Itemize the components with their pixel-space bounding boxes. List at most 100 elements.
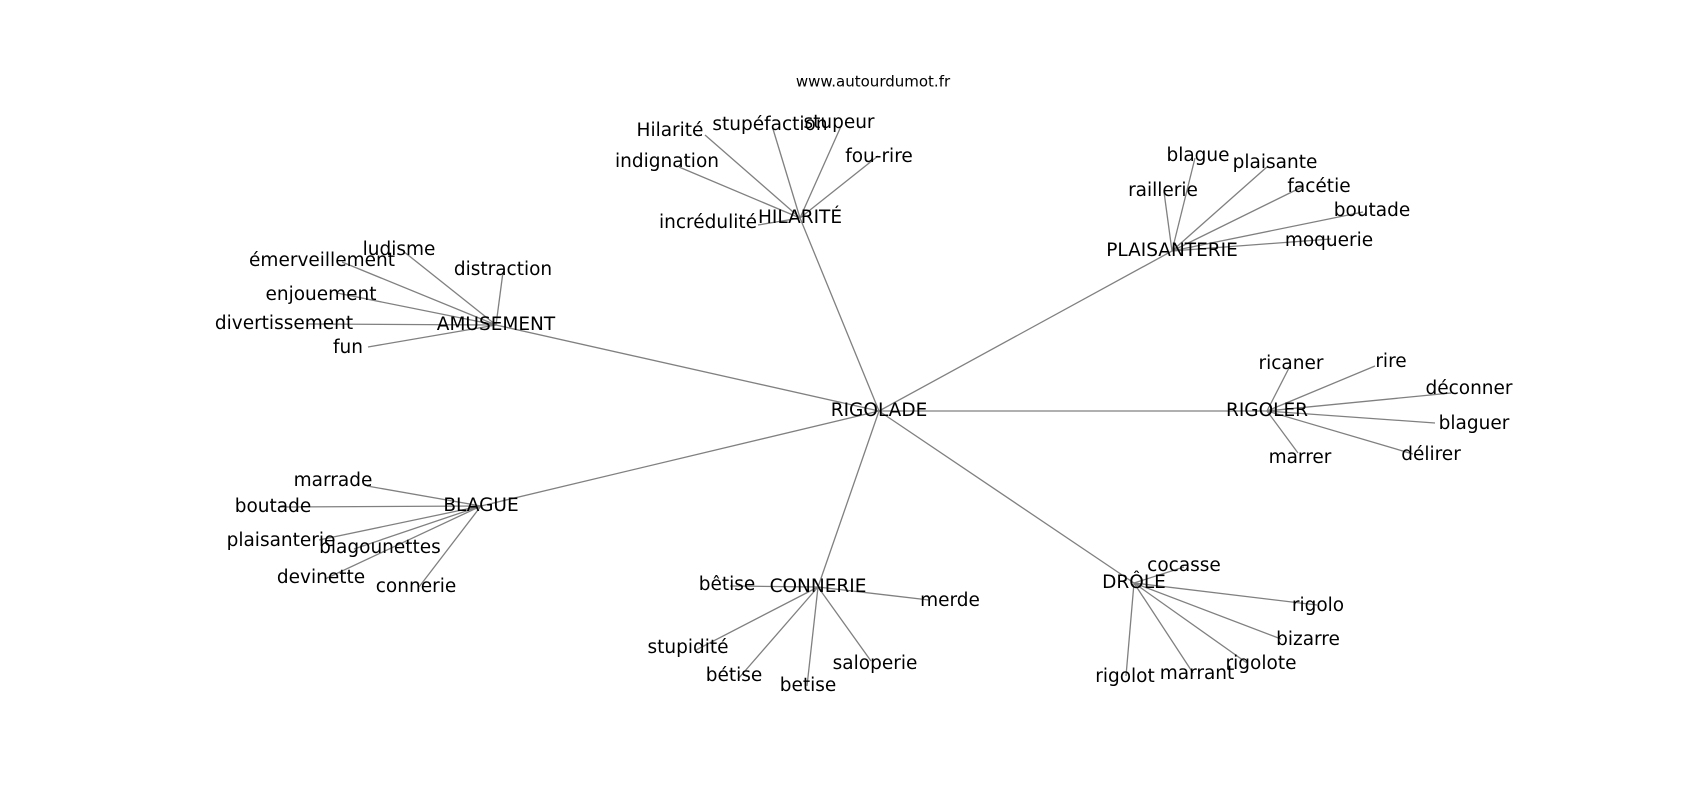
leaf-node[interactable]: saloperie	[833, 653, 918, 674]
edge-hub-to-leaf	[1163, 191, 1173, 252]
edge-hub-to-leaf	[695, 586, 819, 651]
edge-hub-to-leaf	[367, 324, 497, 348]
edge-hub-to-leaf	[318, 505, 482, 541]
edge-hub-to-leaf	[1266, 365, 1291, 412]
hub-node[interactable]: RIGOLER	[1226, 400, 1308, 421]
root-node[interactable]: RIGOLADE	[831, 400, 928, 421]
leaf-node[interactable]: cocasse	[1147, 555, 1221, 576]
edge-hub-to-leaf	[772, 128, 801, 219]
leaf-node[interactable]: bizarre	[1276, 629, 1340, 650]
leaf-node[interactable]: connerie	[376, 576, 456, 597]
edge-hub-to-leaf	[1133, 566, 1185, 584]
edge-root-to-hub	[480, 410, 880, 507]
leaf-node[interactable]: rigolo	[1292, 595, 1344, 616]
edge-hub-to-leaf	[324, 505, 482, 580]
leaf-node[interactable]: stupeur	[803, 112, 874, 133]
leaf-node[interactable]: blaguer	[1439, 413, 1510, 434]
edge-hub-to-leaf	[1133, 582, 1318, 606]
site-watermark[interactable]: www.autourdumot.fr	[796, 73, 951, 91]
leaf-node[interactable]: betise	[780, 675, 837, 696]
edge-hub-to-leaf	[1171, 211, 1364, 252]
edge-hub-to-leaf	[1125, 582, 1135, 677]
leaf-node[interactable]: déconner	[1425, 378, 1512, 399]
leaf-node[interactable]: blague	[1166, 145, 1229, 166]
edge-hub-to-leaf	[366, 485, 482, 507]
edge-hub-to-leaf	[1171, 186, 1303, 252]
edge-hub-to-leaf	[678, 166, 801, 219]
leaf-node[interactable]: ricaner	[1259, 353, 1324, 374]
edge-hub-to-leaf	[817, 586, 930, 601]
edge-hub-to-leaf	[336, 292, 497, 326]
leaf-node[interactable]: facétie	[1287, 176, 1350, 197]
leaf-node[interactable]: raillerie	[1128, 180, 1198, 201]
edge-hub-to-leaf	[1266, 410, 1299, 454]
edge-hub-to-leaf	[1171, 157, 1196, 252]
leaf-node[interactable]: moquerie	[1285, 230, 1373, 251]
hub-node[interactable]: AMUSEMENT	[437, 314, 556, 335]
edge-root-to-hub	[878, 250, 1173, 412]
hub-node[interactable]: CONNERIE	[770, 576, 867, 597]
edge-hub-to-leaf	[1133, 582, 1194, 674]
edge-root-to-hub	[878, 410, 1135, 584]
leaf-node[interactable]: stupidité	[647, 637, 728, 658]
leaf-node[interactable]: fou-rire	[845, 146, 913, 167]
leaf-node[interactable]: merde	[920, 590, 980, 611]
leaf-node[interactable]: ludisme	[363, 239, 436, 260]
edge-hub-to-leaf	[495, 271, 504, 326]
edge-root-to-hub	[817, 410, 880, 588]
leaf-node[interactable]: indignation	[615, 151, 719, 172]
edge-hub-to-leaf	[1266, 410, 1436, 424]
leaf-node[interactable]: émerveillement	[249, 250, 395, 271]
edge-hub-to-leaf	[1266, 365, 1376, 412]
leaf-node[interactable]: plaisante	[1233, 152, 1318, 173]
edge-hub-to-leaf	[341, 261, 497, 326]
leaf-node[interactable]: divertissement	[215, 313, 353, 334]
edge-hub-to-leaf	[799, 155, 879, 219]
leaf-node[interactable]: Hilarité	[637, 120, 704, 141]
edge-hub-to-leaf	[757, 217, 801, 226]
leaf-node[interactable]: bêtise	[699, 574, 756, 595]
leaf-node[interactable]: délirer	[1401, 444, 1461, 465]
leaf-node[interactable]: enjouement	[265, 284, 376, 305]
leaf-node[interactable]: stupéfaction	[712, 114, 827, 135]
edge-hub-to-leaf	[402, 250, 497, 326]
edge-hub-to-leaf	[418, 505, 482, 588]
leaf-node[interactable]: blagounettes	[319, 537, 441, 558]
leaf-node[interactable]: devinette	[277, 567, 365, 588]
graph-edges	[279, 123, 1452, 687]
edge-hub-to-leaf	[799, 123, 843, 219]
edge-hub-to-leaf	[729, 585, 819, 588]
leaf-node[interactable]: fun	[333, 337, 363, 358]
leaf-node[interactable]: marrer	[1269, 447, 1332, 468]
leaf-node[interactable]: marrade	[294, 470, 373, 491]
edge-hub-to-leaf	[1133, 582, 1248, 664]
edge-root-to-hub	[799, 217, 880, 412]
leaf-node[interactable]: boutade	[1334, 200, 1411, 221]
hub-node[interactable]: DRÔLE	[1102, 571, 1166, 593]
leaf-node[interactable]: rigolote	[1226, 653, 1297, 674]
hub-node[interactable]: PLAISANTERIE	[1106, 240, 1238, 261]
hub-node[interactable]: BLAGUE	[443, 495, 518, 516]
leaf-node[interactable]: bétise	[706, 665, 763, 686]
leaf-node[interactable]: marrant	[1160, 663, 1235, 684]
leaf-node[interactable]: plaisanterie	[227, 530, 336, 551]
hub-node[interactable]: HILARITÉ	[758, 206, 842, 228]
edge-hub-to-leaf	[1133, 582, 1282, 640]
edge-hub-to-leaf	[806, 586, 819, 687]
leaf-node[interactable]: rigolot	[1095, 666, 1155, 687]
leaf-node[interactable]: boutade	[235, 496, 312, 517]
leaf-node[interactable]: rire	[1375, 351, 1406, 372]
edge-hub-to-leaf	[817, 586, 872, 662]
edge-hub-to-leaf	[704, 134, 801, 219]
leaf-node[interactable]: incrédulité	[659, 212, 757, 233]
leaf-node[interactable]: distraction	[454, 259, 552, 280]
edge-hub-to-leaf	[279, 505, 482, 508]
edge-hub-to-leaf	[1171, 238, 1332, 252]
edge-hub-to-leaf	[1266, 392, 1452, 412]
edge-hub-to-leaf	[1171, 165, 1269, 252]
edge-hub-to-leaf	[737, 586, 819, 680]
edge-hub-to-leaf	[306, 323, 497, 326]
edge-root-to-hub	[495, 324, 880, 412]
